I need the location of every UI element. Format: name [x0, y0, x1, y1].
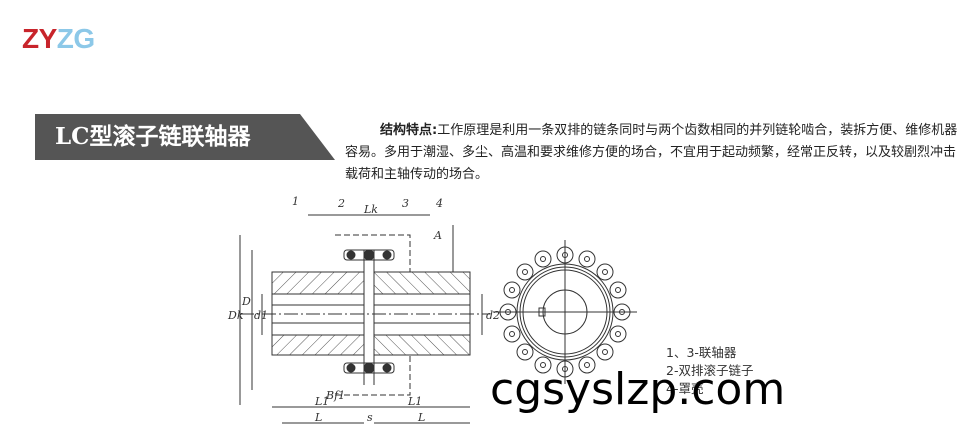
- chain-top-icon: [343, 249, 395, 261]
- logo: ZYZG: [22, 25, 95, 53]
- description-text: 工作原理是利用一条双排的链条同时与两个齿数相同的并列链轮啮合，装拆方便、维修机器…: [345, 123, 958, 182]
- dim-s: s: [367, 411, 373, 424]
- dim-a: A: [433, 229, 442, 242]
- dim-bf1: Bf1: [325, 389, 345, 402]
- logo-part-red: ZY: [22, 23, 57, 54]
- dim-l-right: L: [417, 411, 425, 424]
- watermark: cgsyslzp.com: [490, 364, 786, 415]
- legend-item: 2-双排滚子链子: [666, 363, 754, 378]
- legend-item: 1、3-联轴器: [666, 345, 737, 360]
- legend-item: 4-罩壳: [666, 381, 704, 396]
- dim-d1: d1: [254, 309, 268, 322]
- dim-l1-left: L1: [314, 395, 329, 408]
- dim-d: D: [241, 295, 251, 308]
- title-banner: LC型滚子链联轴器: [35, 114, 335, 160]
- dim-dk: Dk: [227, 309, 244, 322]
- part-number-1: 1: [292, 195, 299, 208]
- parts-legend: 1、3-联轴器 2-双排滚子链子 4-罩壳: [666, 344, 753, 398]
- dim-l1-right: L1: [407, 395, 422, 408]
- page-title: LC型滚子链联轴器: [55, 123, 251, 150]
- dimension-labels: 1 2 3 4 Lk A Dk D d1 d2 Bf1 L1 L1 L s L: [227, 195, 500, 424]
- chain-bottom-icon: [343, 362, 395, 374]
- end-view-chain-icon: [493, 240, 637, 384]
- part-number-2: 2: [337, 197, 345, 210]
- description-label: 结构特点:: [380, 123, 438, 138]
- dim-d2: d2: [486, 309, 500, 322]
- description-paragraph: 结构特点:工作原理是利用一条双排的链条同时与两个齿数相同的并列链轮啮合，装拆方便…: [345, 120, 965, 186]
- coupling-technical-drawing: 1 2 3 4 Lk A Dk D d1 d2 Bf1 L1 L1 L s L: [227, 195, 637, 424]
- side-view: [239, 214, 490, 424]
- dim-lk: Lk: [363, 203, 378, 216]
- logo-part-blue: ZG: [56, 23, 95, 54]
- part-number-3: 3: [402, 197, 409, 210]
- dim-l-left: L: [314, 411, 322, 424]
- part-number-4: 4: [435, 197, 443, 210]
